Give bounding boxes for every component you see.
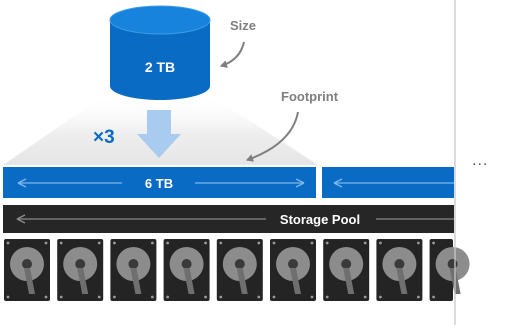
footprint-bar-label: 6 TB — [145, 176, 173, 191]
multiplier-label: ×3 — [93, 127, 115, 148]
hard-disk-icon — [429, 239, 470, 301]
hard-disk-icon — [163, 239, 210, 301]
footprint-annotation: Footprint — [281, 89, 339, 104]
next-footprint-bar — [322, 167, 454, 198]
hard-disk-icon — [57, 239, 104, 301]
disk-row — [4, 239, 470, 301]
hard-disk-icon — [4, 239, 50, 301]
storage-pool-bar: Storage Pool — [3, 205, 454, 233]
footprint-bar: 6 TB — [3, 167, 316, 198]
volume-capacity-label: 2 TB — [145, 59, 175, 75]
hard-disk-icon — [270, 239, 316, 301]
footprint-pointer-arrow — [246, 111, 299, 162]
hard-disk-icon — [376, 239, 423, 301]
hard-disk-icon — [110, 239, 157, 301]
more-ellipsis: ... — [472, 152, 489, 169]
hard-disk-icon — [323, 239, 370, 301]
volume-cylinder: 2 TB — [109, 5, 211, 100]
replication-down-arrow — [137, 110, 181, 158]
storage-pool-label: Storage Pool — [280, 212, 360, 227]
size-annotation: Size — [230, 18, 256, 33]
size-pointer-arrow — [220, 41, 245, 69]
hard-disk-icon — [216, 239, 263, 301]
